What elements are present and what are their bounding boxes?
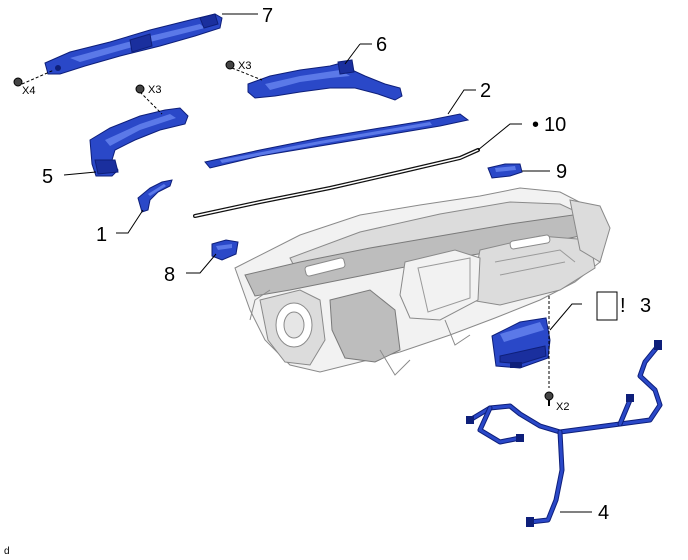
quantity-label-part6: X3 — [238, 60, 251, 72]
part-6-bracket — [247, 59, 403, 101]
callout-7: 7 — [262, 5, 273, 27]
callout-9: 9 — [556, 161, 567, 183]
callout-4: 4 — [598, 502, 609, 524]
callout-8: 8 — [164, 264, 175, 286]
caution-mark: ! — [620, 295, 626, 317]
callout-3: 3 — [640, 295, 651, 317]
part-8-clip — [211, 239, 239, 261]
quantity-label-part3: X2 — [556, 401, 569, 413]
instrument-panel-assembly — [234, 187, 611, 376]
leader-6 — [344, 43, 361, 65]
fastener-line-6 — [231, 67, 263, 81]
leader-3 — [549, 303, 582, 331]
callout-2: 2 — [480, 80, 491, 102]
part-7-bracket — [44, 13, 223, 75]
part-5-bracket — [89, 107, 189, 177]
bolt-icon-part5 — [135, 84, 145, 94]
part-2-garnish — [204, 113, 470, 169]
bolt-icon-part7 — [13, 77, 23, 87]
bolt-icon-part6 — [225, 60, 235, 70]
callout-6: 6 — [376, 34, 387, 56]
bolt-icon-part3 — [544, 391, 554, 406]
non-reusable-mark: • — [532, 114, 539, 136]
part-1-bracket — [137, 179, 173, 213]
part-10-seal — [193, 148, 480, 218]
quantity-label-part5: X3 — [148, 84, 161, 96]
callout-5: 5 — [42, 166, 53, 188]
callout-1: 1 — [96, 224, 107, 246]
leader-10 — [477, 123, 522, 151]
figure-corner-label: d — [4, 546, 10, 557]
caution-box — [596, 291, 618, 321]
part-3-airbag-module — [491, 317, 551, 369]
leader-2 — [447, 89, 476, 115]
leader-1 — [116, 209, 144, 234]
leader-5 — [63, 171, 97, 176]
fastener-line-5 — [139, 91, 163, 115]
fastener-line-7 — [21, 69, 55, 85]
quantity-label-part7: X4 — [22, 85, 35, 97]
part-4-wire-harness — [466, 340, 663, 527]
callout-10: 10 — [544, 114, 566, 136]
part-9-vent — [487, 163, 523, 179]
leader-8 — [186, 253, 217, 274]
